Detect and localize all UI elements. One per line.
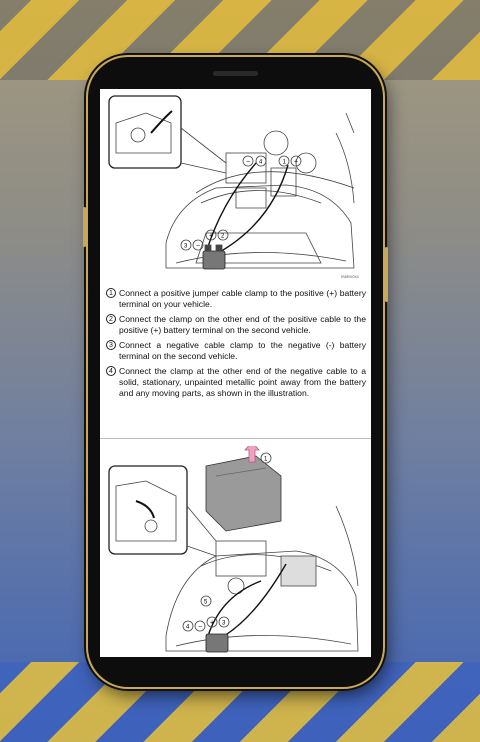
svg-text:−: −: [246, 159, 250, 166]
svg-text:1: 1: [283, 160, 287, 166]
screen[interactable]: 1 4 − + 3 − + 2 IS6RV041 1 Connect a pos…: [100, 89, 371, 657]
step-number: 1: [106, 288, 116, 298]
svg-text:5: 5: [204, 600, 208, 606]
engine-illustration-1: 1 4 − + 3 − + 2 IS6RV041: [106, 93, 365, 283]
engine-illustration-2: 1: [106, 441, 365, 657]
svg-text:+: +: [210, 620, 214, 627]
svg-text:1: 1: [264, 457, 268, 463]
svg-text:4: 4: [259, 160, 263, 166]
svg-text:2: 2: [221, 234, 225, 240]
step-3: 3 Connect a negative cable clamp to the …: [106, 340, 366, 362]
svg-text:+: +: [209, 233, 213, 240]
step-number: 3: [106, 340, 116, 350]
step-number: 4: [106, 366, 116, 376]
step-text: Connect the clamp on the other end of th…: [119, 314, 366, 335]
svg-text:3: 3: [184, 244, 188, 250]
step-text: Connect the clamp at the other end of th…: [119, 366, 366, 398]
instruction-list: 1 Connect a positive jumper cable clamp …: [106, 288, 366, 403]
figure-code: IS6RV041: [340, 274, 359, 279]
step-4: 4 Connect the clamp at the other end of …: [106, 366, 366, 399]
phone-frame: 1 4 − + 3 − + 2 IS6RV041 1 Connect a pos…: [83, 57, 388, 687]
svg-text:4: 4: [186, 625, 190, 631]
power-button: [385, 247, 388, 302]
page-divider: [100, 438, 371, 439]
earpiece-speaker: [213, 71, 258, 76]
step-number: 2: [106, 314, 116, 324]
step-1: 1 Connect a positive jumper cable clamp …: [106, 288, 366, 310]
svg-text:−: −: [198, 624, 202, 631]
step-text: Connect a positive jumper cable clamp to…: [119, 288, 366, 309]
volume-button: [83, 207, 86, 247]
svg-text:3: 3: [222, 621, 226, 627]
step-2: 2 Connect the clamp on the other end of …: [106, 314, 366, 336]
svg-text:+: +: [294, 159, 298, 166]
svg-text:−: −: [196, 243, 200, 250]
step-text: Connect a negative cable clamp to the ne…: [119, 340, 366, 361]
